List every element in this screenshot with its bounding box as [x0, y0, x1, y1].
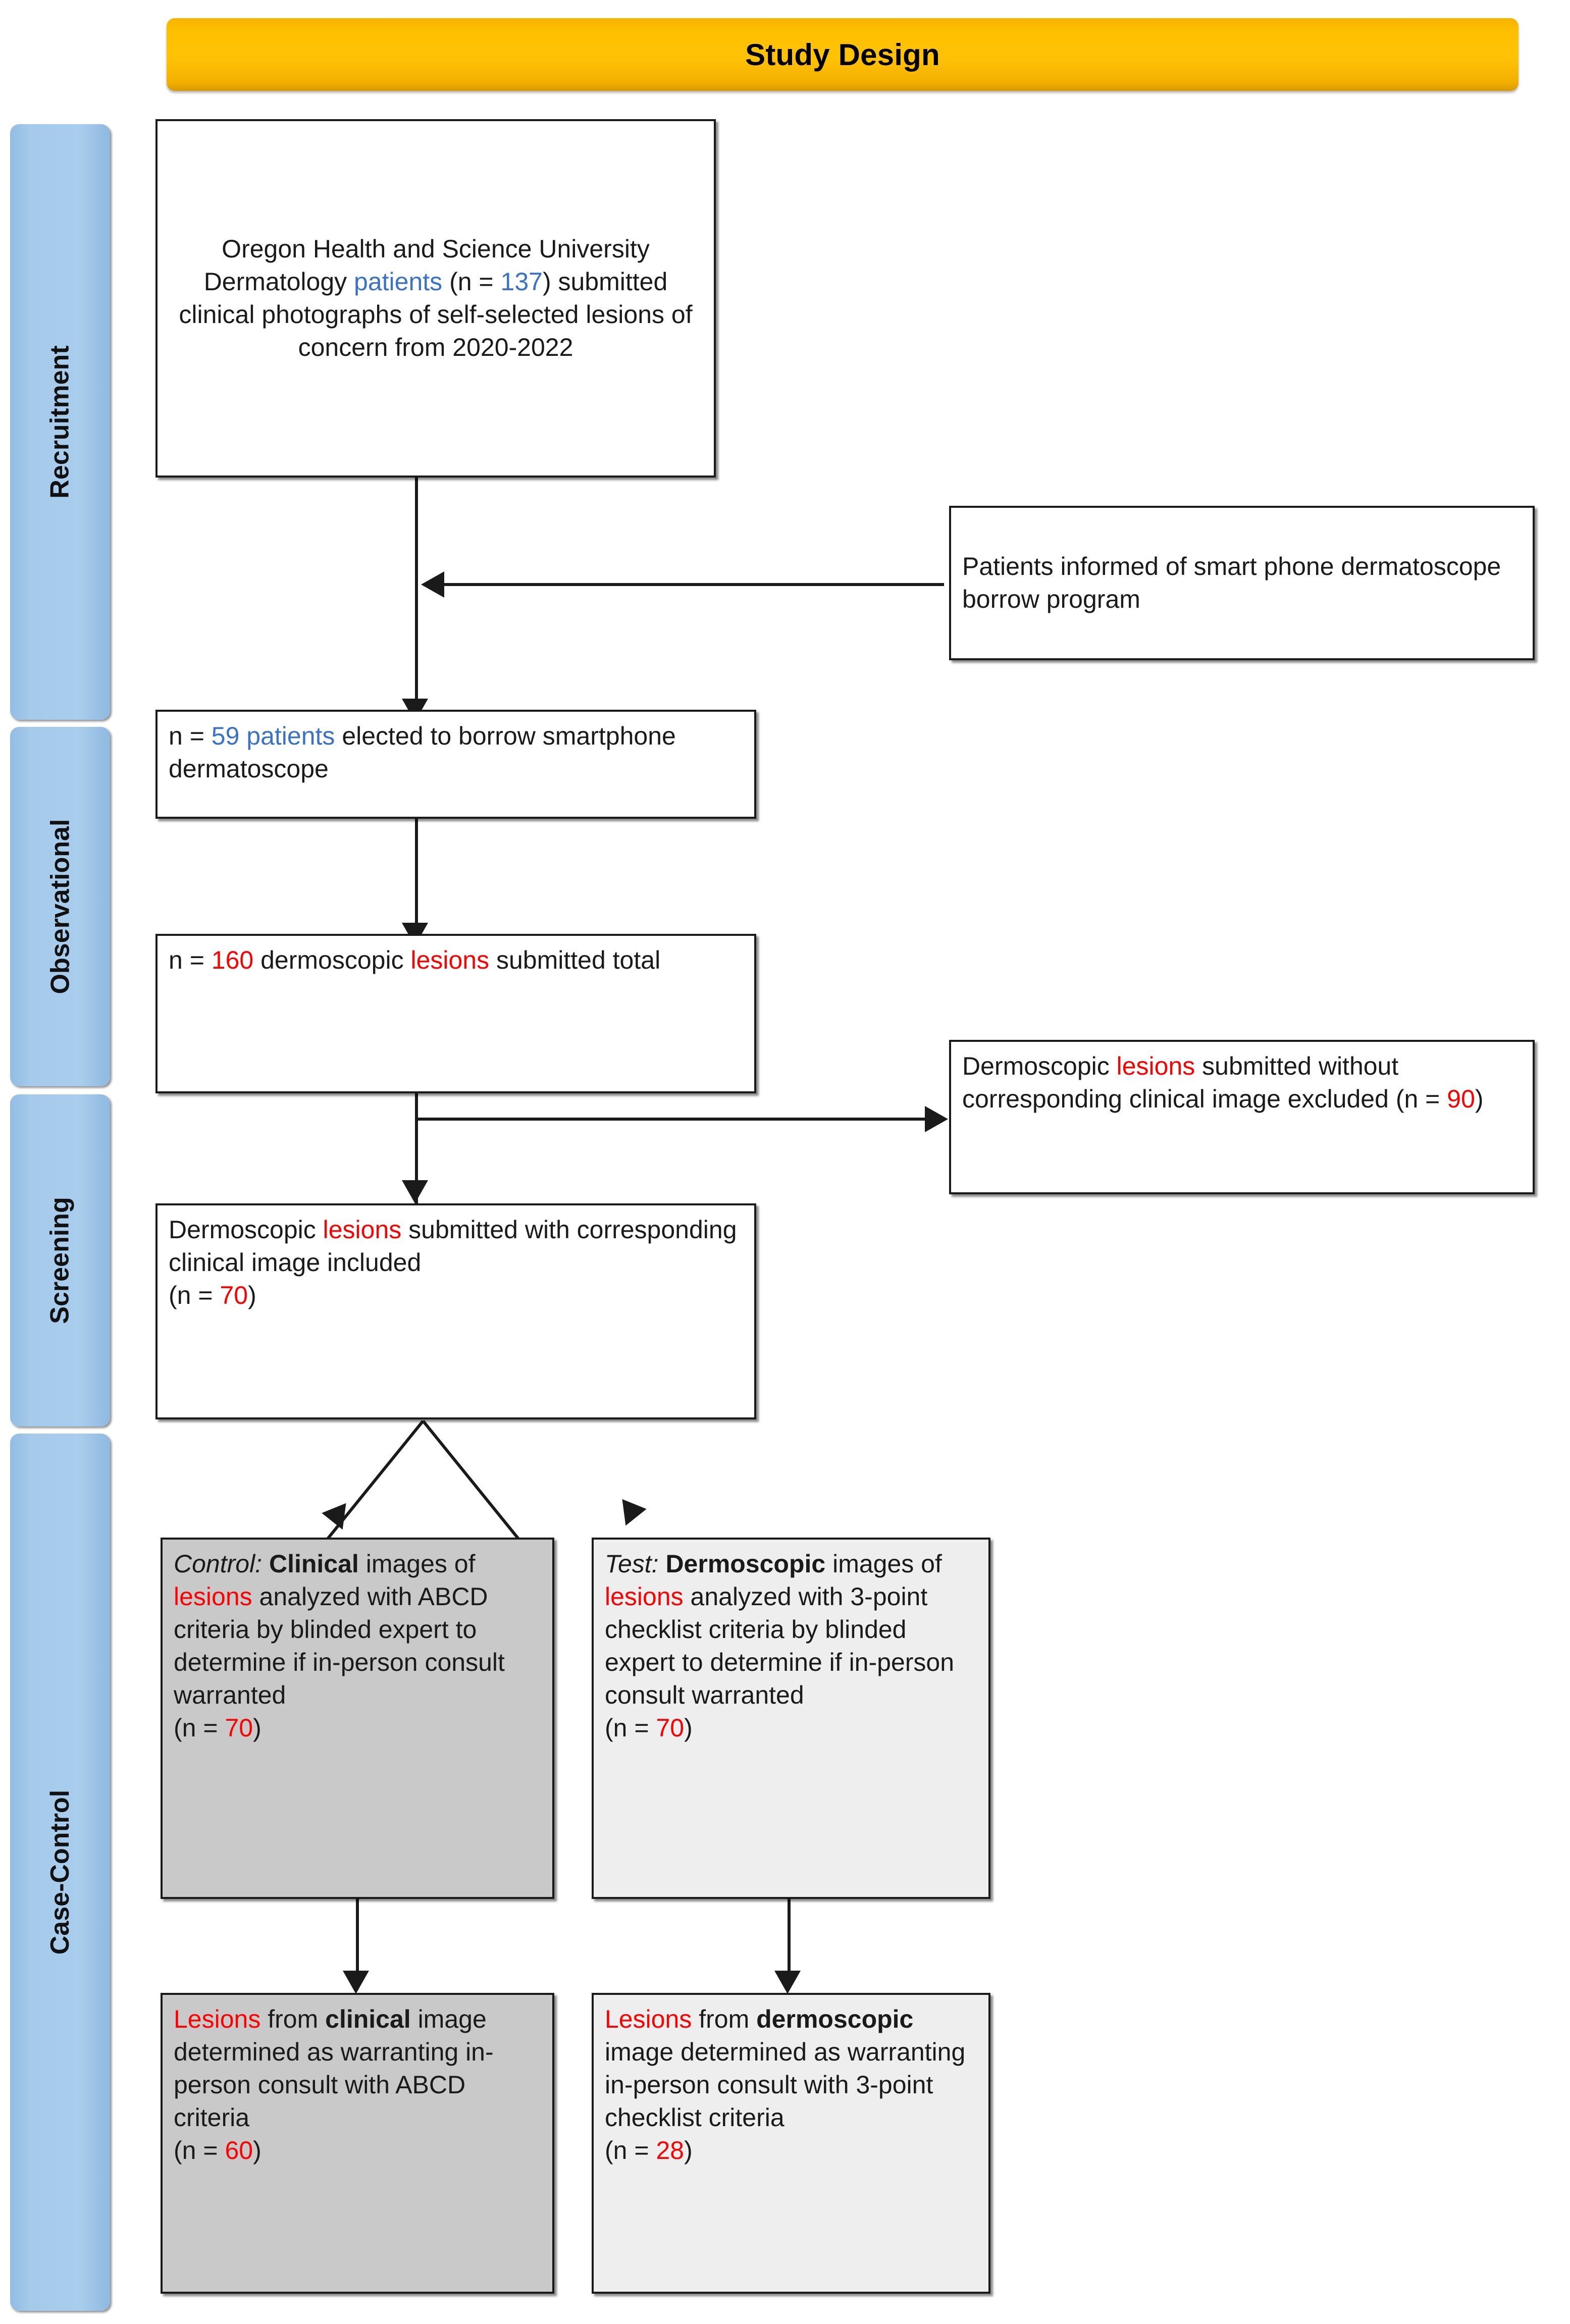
arrowhead-test-to-result [774, 1971, 801, 1994]
box-control-result: Lesions from clinical image determined a… [161, 1993, 554, 2294]
box-informed-program-text: Patients informed of smart phone dermato… [962, 552, 1501, 613]
box-lesions-submitted-total: n = 160 dermoscopic lesions submitted to… [155, 934, 756, 1093]
box-lesions-submitted-total-text: n = 160 dermoscopic lesions submitted to… [169, 946, 661, 974]
connector-included-to-control [311, 1420, 425, 1558]
box-lesions-included: Dermoscopic lesions submitted with corre… [155, 1203, 756, 1419]
phase-label-observational: Observational [45, 819, 75, 994]
connector-elected-to-total [415, 819, 418, 934]
connector-control-to-result [356, 1899, 359, 1983]
phase-rail-screening: Screening [10, 1094, 110, 1427]
box-test-result-text: Lesions from dermoscopic image determine… [605, 2005, 966, 2164]
connector-total-to-excluded [415, 1118, 930, 1121]
phase-rail-recruitment: Recruitment [10, 124, 110, 720]
box-lesions-excluded: Dermoscopic lesions submitted without co… [949, 1040, 1535, 1194]
box-test-arm-text: Test: Dermoscopic images of lesions anal… [605, 1550, 955, 1742]
phase-label-recruitment: Recruitment [45, 345, 75, 499]
connector-informed-to-flow [444, 583, 944, 586]
study-design-banner: Study Design [167, 18, 1519, 91]
connector-total-to-included [415, 1093, 418, 1203]
banner-title: Study Design [745, 37, 940, 72]
connector-source-to-elected [415, 478, 418, 710]
arrowhead-total-to-excluded [925, 1106, 948, 1132]
box-informed-program: Patients informed of smart phone dermato… [949, 506, 1535, 660]
phase-rail-case-control: Case-Control [10, 1434, 110, 2311]
arrowhead-control-to-result [343, 1971, 369, 1994]
phase-rail-observational: Observational [10, 727, 110, 1086]
arrowhead-included-to-test [613, 1499, 647, 1531]
phase-label-screening: Screening [45, 1197, 75, 1324]
connector-test-to-result [788, 1899, 791, 1983]
box-elected-borrow-text: n = 59 patients elected to borrow smartp… [169, 722, 676, 783]
box-control-arm: Control: Clinical images of lesions anal… [161, 1538, 554, 1899]
box-test-result: Lesions from dermoscopic image determine… [592, 1993, 990, 2294]
box-lesions-excluded-text: Dermoscopic lesions submitted without co… [962, 1052, 1484, 1113]
box-control-arm-text: Control: Clinical images of lesions anal… [174, 1550, 505, 1742]
box-test-arm: Test: Dermoscopic images of lesions anal… [592, 1538, 990, 1899]
box-recruitment-source: Oregon Health and Science University Der… [155, 119, 716, 478]
box-lesions-included-text: Dermoscopic lesions submitted with corre… [169, 1216, 737, 1309]
box-elected-borrow: n = 59 patients elected to borrow smartp… [155, 710, 756, 819]
box-recruitment-source-text: Oregon Health and Science University Der… [179, 235, 693, 361]
phase-label-case-control: Case-Control [45, 1789, 75, 1955]
arrowhead-informed-to-flow [421, 571, 444, 598]
box-control-result-text: Lesions from clinical image determined a… [174, 2005, 494, 2164]
arrowhead-total-to-included [402, 1180, 428, 1203]
